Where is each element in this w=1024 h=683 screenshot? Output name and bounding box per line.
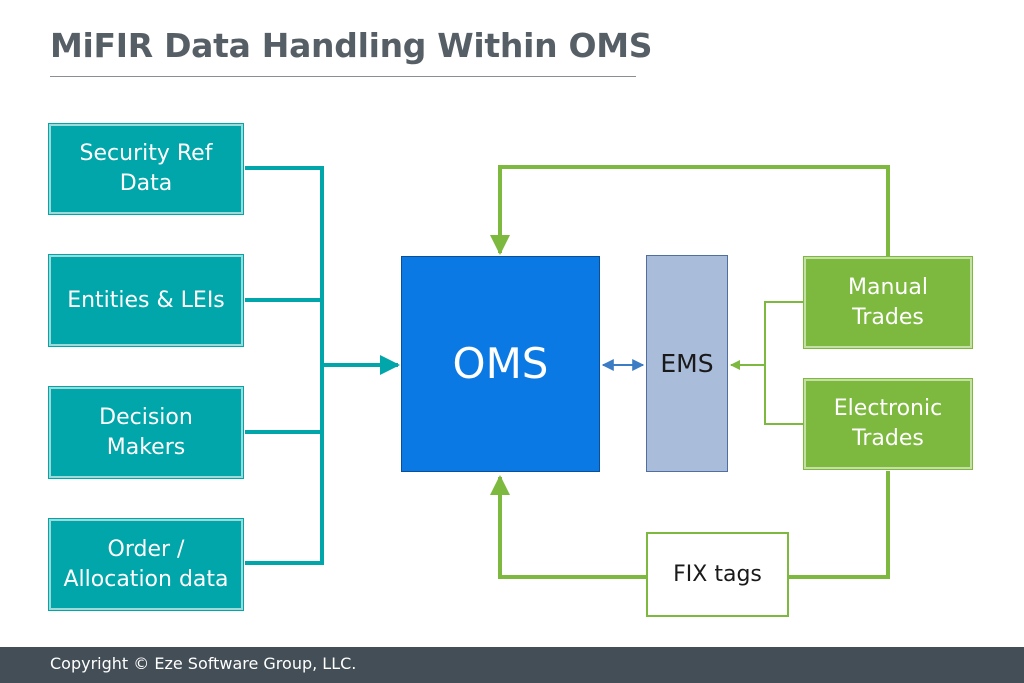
order-allocation-data-label: Order / Allocation data [63,536,229,592]
oms-label: OMS [452,339,549,388]
oms-box: OMS [401,256,600,472]
fix-tags-box: FIX tags [646,532,789,617]
footer-bar: Copyright © Eze Software Group, LLC. [0,647,1024,683]
decision-makers-label: Decision Makers [99,404,193,460]
manual-trades-box: Manual Trades [804,257,972,348]
electronic-to-oms-connector [490,471,890,579]
electronic-trades-box: Electronic Trades [804,379,972,469]
entities-leis-box: Entities & LEIs [49,255,243,346]
fix-tags-label: FIX tags [673,561,762,587]
security-ref-data-box: Security Ref Data [49,124,243,214]
manual-trades-label: Manual Trades [848,274,928,330]
decision-makers-box: Decision Makers [49,387,243,478]
source-connectors [245,166,400,565]
order-allocation-data-box: Order / Allocation data [49,519,243,610]
manual-to-oms-connector [490,165,890,256]
copyright-text: Copyright © Eze Software Group, LLC. [50,654,357,673]
ems-box: EMS [646,255,728,472]
trades-to-ems-connector [730,301,804,425]
title-underline [50,76,636,77]
ems-label: EMS [660,348,714,378]
electronic-trades-label: Electronic Trades [833,396,943,451]
entities-leis-label: Entities & LEIs [67,287,225,313]
page-title: MiFIR Data Handling Within OMS [50,26,653,65]
security-ref-data-label: Security Ref Data [79,141,213,196]
